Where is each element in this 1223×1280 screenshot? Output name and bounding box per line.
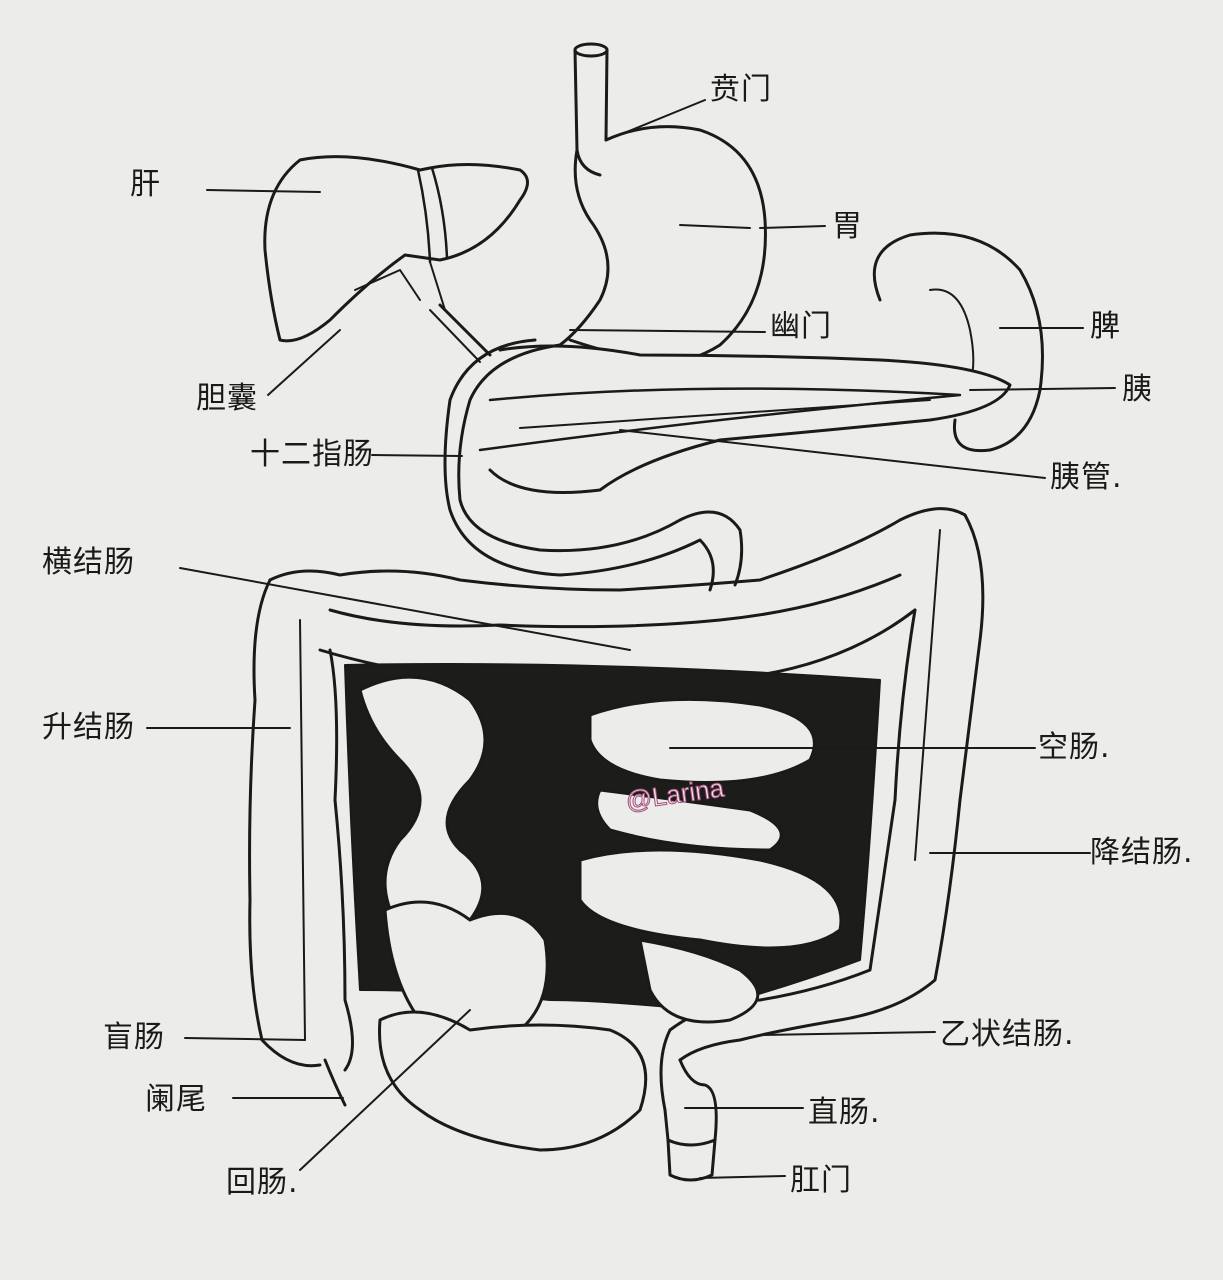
label-duodenum: 十二指肠 — [250, 437, 374, 472]
label-jejunum: 空肠. — [1038, 730, 1111, 765]
leader-lines — [146, 99, 1116, 1179]
label-rectum: 直肠. — [808, 1095, 881, 1130]
transverse-colon — [268, 507, 967, 688]
label-cecum: 盲肠 — [103, 1020, 165, 1055]
label-ascending-colon: 升结肠 — [42, 710, 135, 745]
label-pancreatic-duct: 胰管. — [1050, 460, 1123, 495]
ascending-colon — [248, 578, 354, 1107]
stomach — [558, 125, 767, 365]
label-descending-colon: 降结肠. — [1090, 835, 1194, 870]
rectum — [663, 1058, 718, 1182]
label-gallbladder: 胆囊 — [196, 381, 258, 416]
label-stomach: 胃 — [832, 209, 863, 244]
label-sigmoid-colon: 乙状结肠. — [940, 1017, 1075, 1052]
label-spleen: 脾 — [1090, 309, 1121, 344]
label-pylorus: 幽门 — [770, 309, 832, 344]
label-anus: 肛门 — [790, 1163, 852, 1198]
label-pancreas: 胰 — [1122, 372, 1153, 407]
label-ileum: 回肠. — [226, 1165, 299, 1200]
label-appendix: 阑尾 — [145, 1082, 207, 1117]
label-liver: 肝 — [130, 167, 161, 202]
pancreas — [478, 344, 1012, 494]
label-cardia: 贲门 — [710, 72, 772, 107]
liver — [263, 155, 529, 363]
descending-colon — [659, 513, 985, 1112]
label-transverse-colon: 横结肠 — [42, 545, 135, 580]
esophagus — [573, 42, 609, 177]
small-intestine — [344, 663, 881, 1152]
duodenum — [443, 338, 744, 592]
